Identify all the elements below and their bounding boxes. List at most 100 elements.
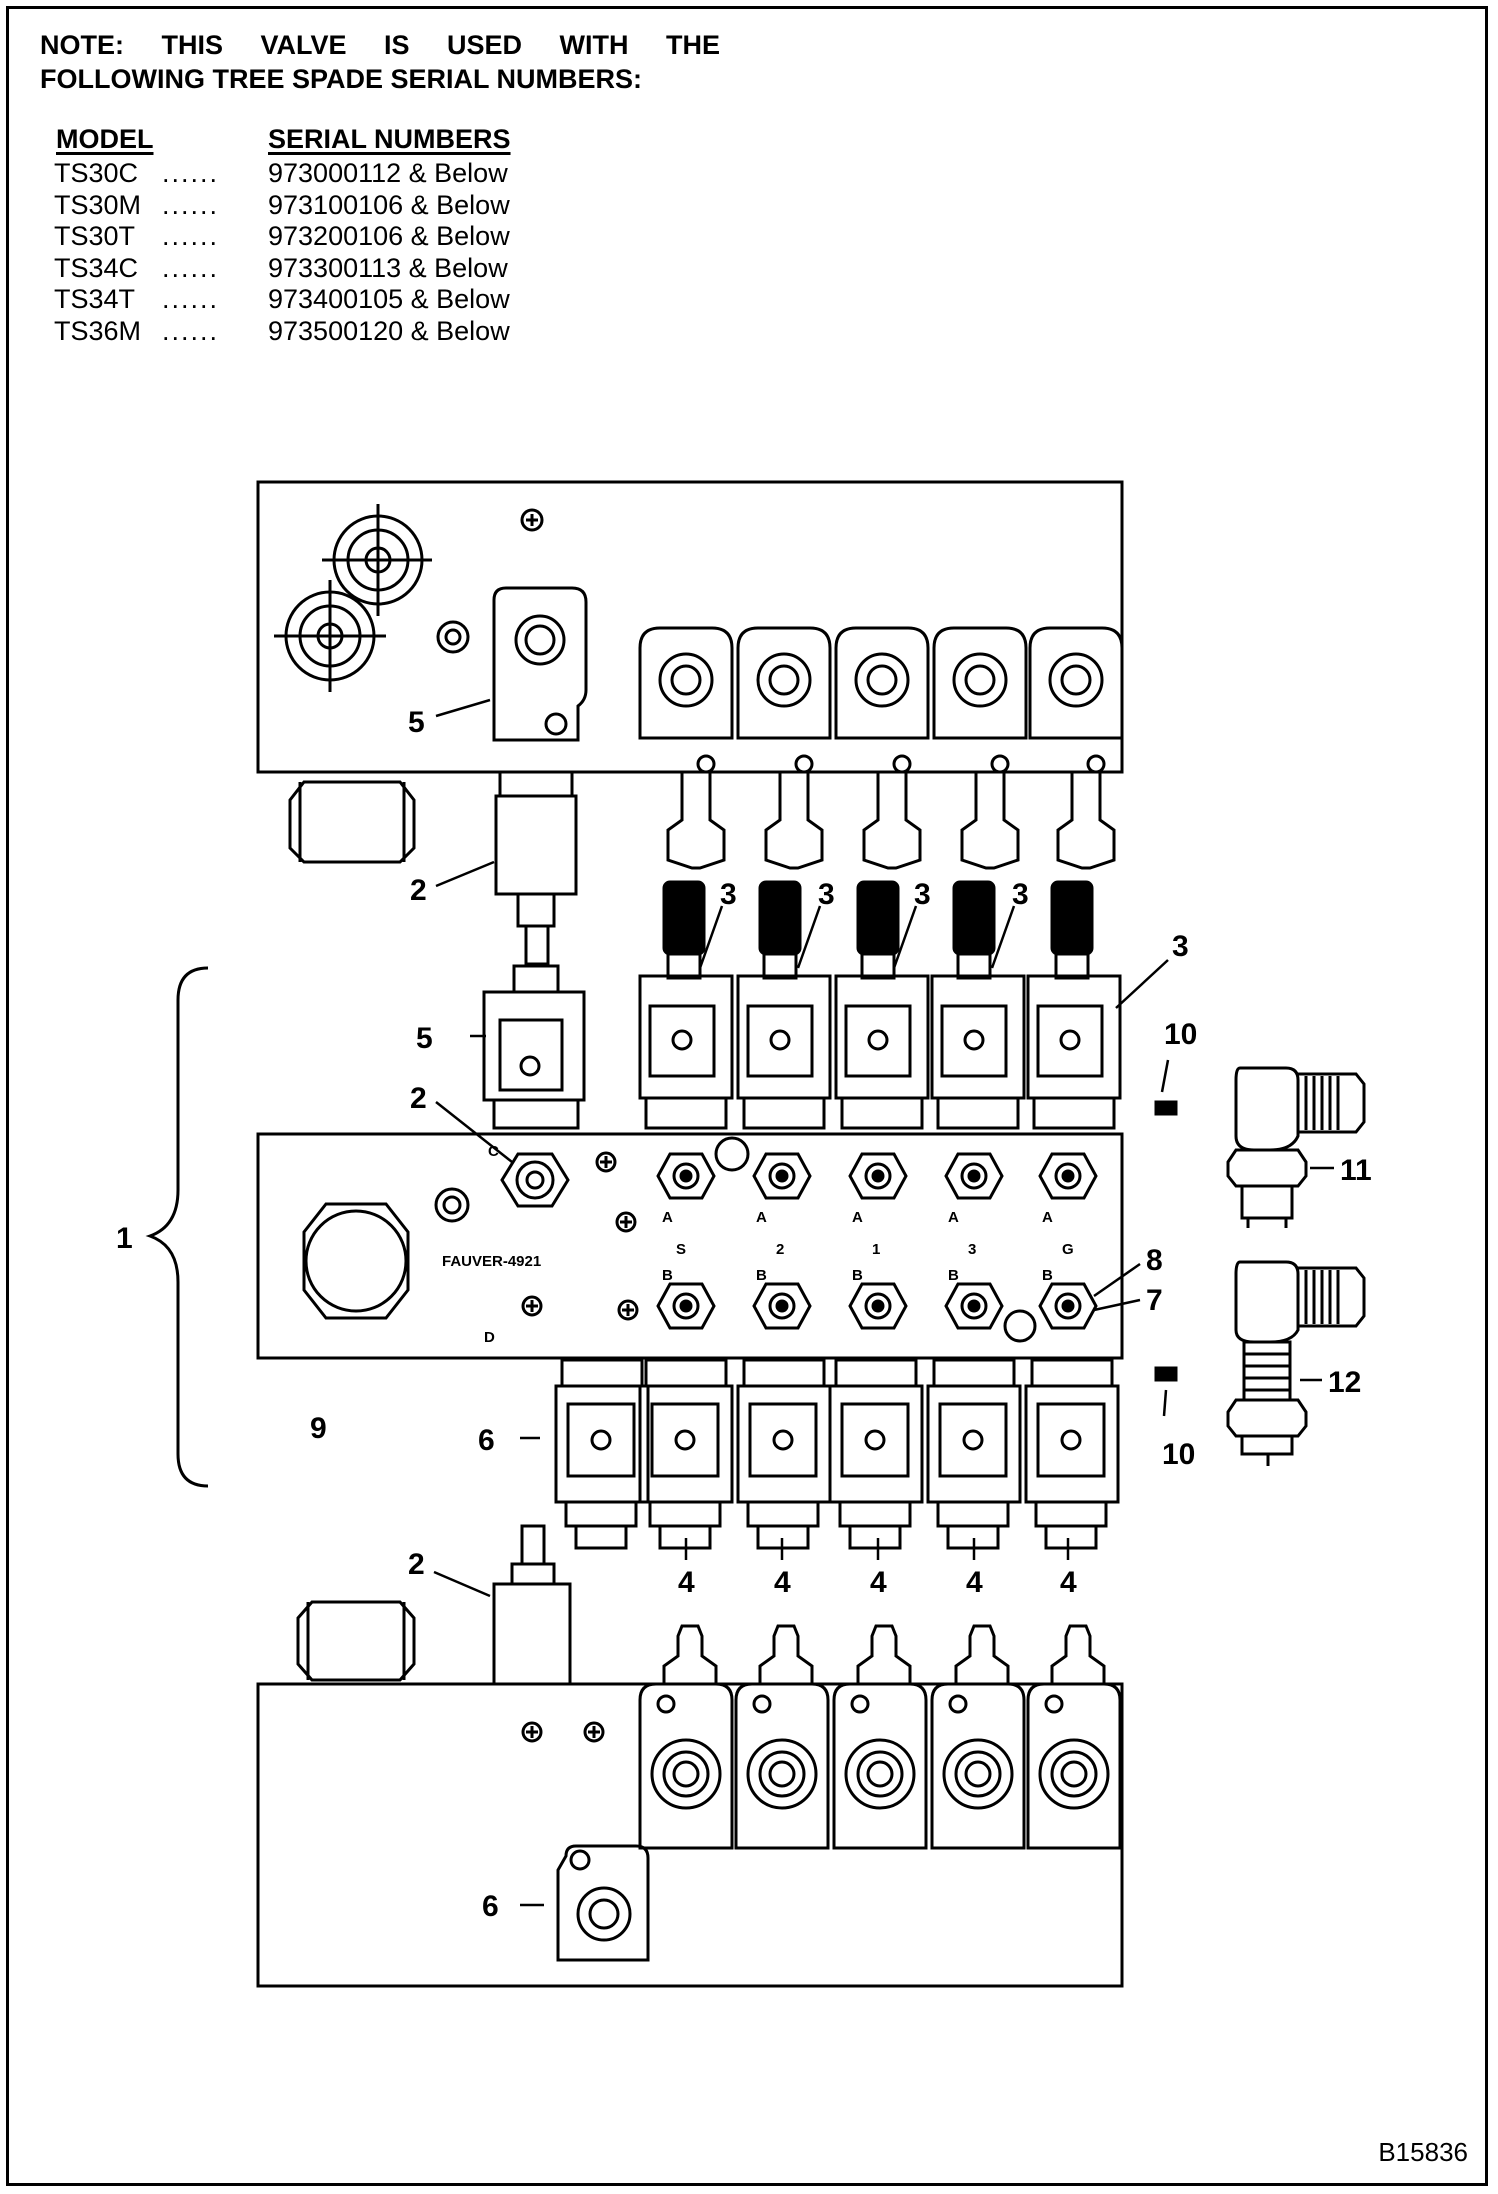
model-cell: TS30M <box>54 189 142 220</box>
plug-icon <box>714 1136 750 1172</box>
section-label: 1 <box>872 1241 880 1258</box>
callout-7: 7 <box>1146 1284 1163 1317</box>
callout-3: 3 <box>818 878 835 911</box>
port-b-label: B <box>756 1267 767 1284</box>
serial-table: MODEL SERIAL NUMBERS TS30C ...... 973000… <box>40 124 511 347</box>
table-row: TS36M ...... 973500120 & Below <box>40 316 511 348</box>
actuators <box>662 880 1094 980</box>
hex-plug-bottom <box>296 1600 416 1682</box>
fitting-2-top <box>494 770 578 966</box>
screw-icon <box>595 1151 617 1173</box>
serial-cell: 973400105 & Below <box>268 284 510 314</box>
solenoid-6-bottom <box>556 1844 650 1962</box>
serial-cell: 973000112 & Below <box>268 158 508 188</box>
header-model: MODEL <box>56 124 154 154</box>
callout-4: 4 <box>774 1566 791 1599</box>
callout-3: 3 <box>1172 930 1189 963</box>
port-a-label: A <box>852 1209 863 1226</box>
table-row: TS30C ...... 973000112 & Below <box>40 158 511 190</box>
callout-3: 3 <box>720 878 737 911</box>
lower-solenoids <box>554 1358 1120 1550</box>
o-ring-icon <box>1154 1366 1178 1382</box>
port-9-icon <box>302 1202 410 1320</box>
screw-icon <box>521 1295 543 1317</box>
table-header: MODEL SERIAL NUMBERS <box>40 124 511 158</box>
header-serial: SERIAL NUMBERS <box>268 124 511 154</box>
callout-1: 1 <box>116 1222 133 1255</box>
port-b-label: B <box>662 1267 673 1284</box>
leader-dots: ...... <box>162 158 220 188</box>
callout-10: 10 <box>1164 1018 1197 1051</box>
note-word: THE <box>665 30 720 60</box>
fitting-2-bottom <box>492 1524 572 1686</box>
elbow-fitting-11 <box>1226 1066 1366 1228</box>
bolt-hole-icon <box>442 1195 462 1215</box>
port-a-label: A <box>948 1209 959 1226</box>
section-label: S <box>676 1241 686 1258</box>
leader-lines <box>433 698 1334 1907</box>
bolt-hole-icon <box>436 620 470 654</box>
screw-icon <box>615 1211 637 1233</box>
bolt-hole-icon <box>434 1187 470 1223</box>
port-d-label: D <box>484 1329 495 1346</box>
valve-body <box>256 1132 1124 1360</box>
group-bracket <box>145 966 209 1488</box>
callout-5: 5 <box>408 706 425 739</box>
note-word: VALVE <box>260 30 347 60</box>
o-ring-icon <box>1154 1100 1178 1116</box>
bottom-manifold <box>256 1524 1124 1988</box>
page-border <box>6 6 1488 2186</box>
port-c-label: C <box>488 1143 499 1160</box>
port-icon <box>274 580 386 692</box>
callout-2: 2 <box>410 874 427 907</box>
coil-stacks-bottom <box>638 1624 1122 1850</box>
model-cell: TS30C <box>54 158 139 188</box>
section-label: 2 <box>776 1241 784 1258</box>
table-row: TS34C ...... 973300113 & Below <box>40 253 511 285</box>
ports-a <box>656 1152 1098 1200</box>
model-cell: TS34T <box>54 284 136 314</box>
model-cell: TS36M <box>54 315 142 346</box>
callout-3: 3 <box>914 878 931 911</box>
section-label: 3 <box>968 1241 976 1258</box>
section-label: G <box>1062 1241 1074 1258</box>
callout-9: 9 <box>310 1412 327 1445</box>
callouts: 5 2 3 3 3 3 3 10 5 2 11 1 8 7 12 9 6 10 … <box>116 706 1372 1923</box>
table-row: TS34T ...... 973400105 & Below <box>40 284 511 316</box>
figure-id: B15836 <box>1378 2137 1468 2167</box>
leader-dots: ...... <box>162 252 220 283</box>
callout-4: 4 <box>870 1566 887 1599</box>
callout-5: 5 <box>416 1022 433 1055</box>
serial-cell: 973100106 & Below <box>268 189 510 220</box>
leader-dots: ...... <box>162 189 220 220</box>
coil-stacks-top <box>638 626 1124 774</box>
fitting-2-mid <box>500 1152 570 1208</box>
callout-11: 11 <box>1340 1154 1372 1187</box>
callout-4: 4 <box>1060 1566 1077 1599</box>
note-word: THIS <box>161 30 223 60</box>
hex-plug-top <box>288 780 416 864</box>
leader-dots: ...... <box>162 315 220 346</box>
port-a-label: A <box>662 1209 673 1226</box>
note-line-2: FOLLOWING TREE SPADE SERIAL NUMBERS: <box>40 64 643 94</box>
top-manifold-body <box>256 480 1124 774</box>
screw-icon <box>583 1721 605 1743</box>
ports-b <box>656 1282 1098 1330</box>
port-icon <box>322 504 432 616</box>
callout-3: 3 <box>1012 878 1029 911</box>
model-cell: TS30T <box>54 221 136 251</box>
elbow-fitting-12 <box>1226 1260 1366 1466</box>
fittings-top <box>666 772 1116 870</box>
callout-12: 12 <box>1328 1366 1361 1399</box>
serial-cell: 973300113 & Below <box>268 252 508 283</box>
upper-solenoids <box>638 974 1122 1130</box>
callout-8: 8 <box>1146 1244 1163 1277</box>
screw-icon <box>521 1721 543 1743</box>
maker-stamp: FAUVER-4921 <box>442 1253 541 1270</box>
bolt-hole-icon <box>444 628 462 646</box>
table-row: TS30M ...... 973100106 & Below <box>40 190 511 222</box>
plug-icon <box>1003 1309 1037 1343</box>
note-word: IS <box>383 30 410 60</box>
table-row: TS30T ...... 973200106 & Below <box>40 221 511 253</box>
